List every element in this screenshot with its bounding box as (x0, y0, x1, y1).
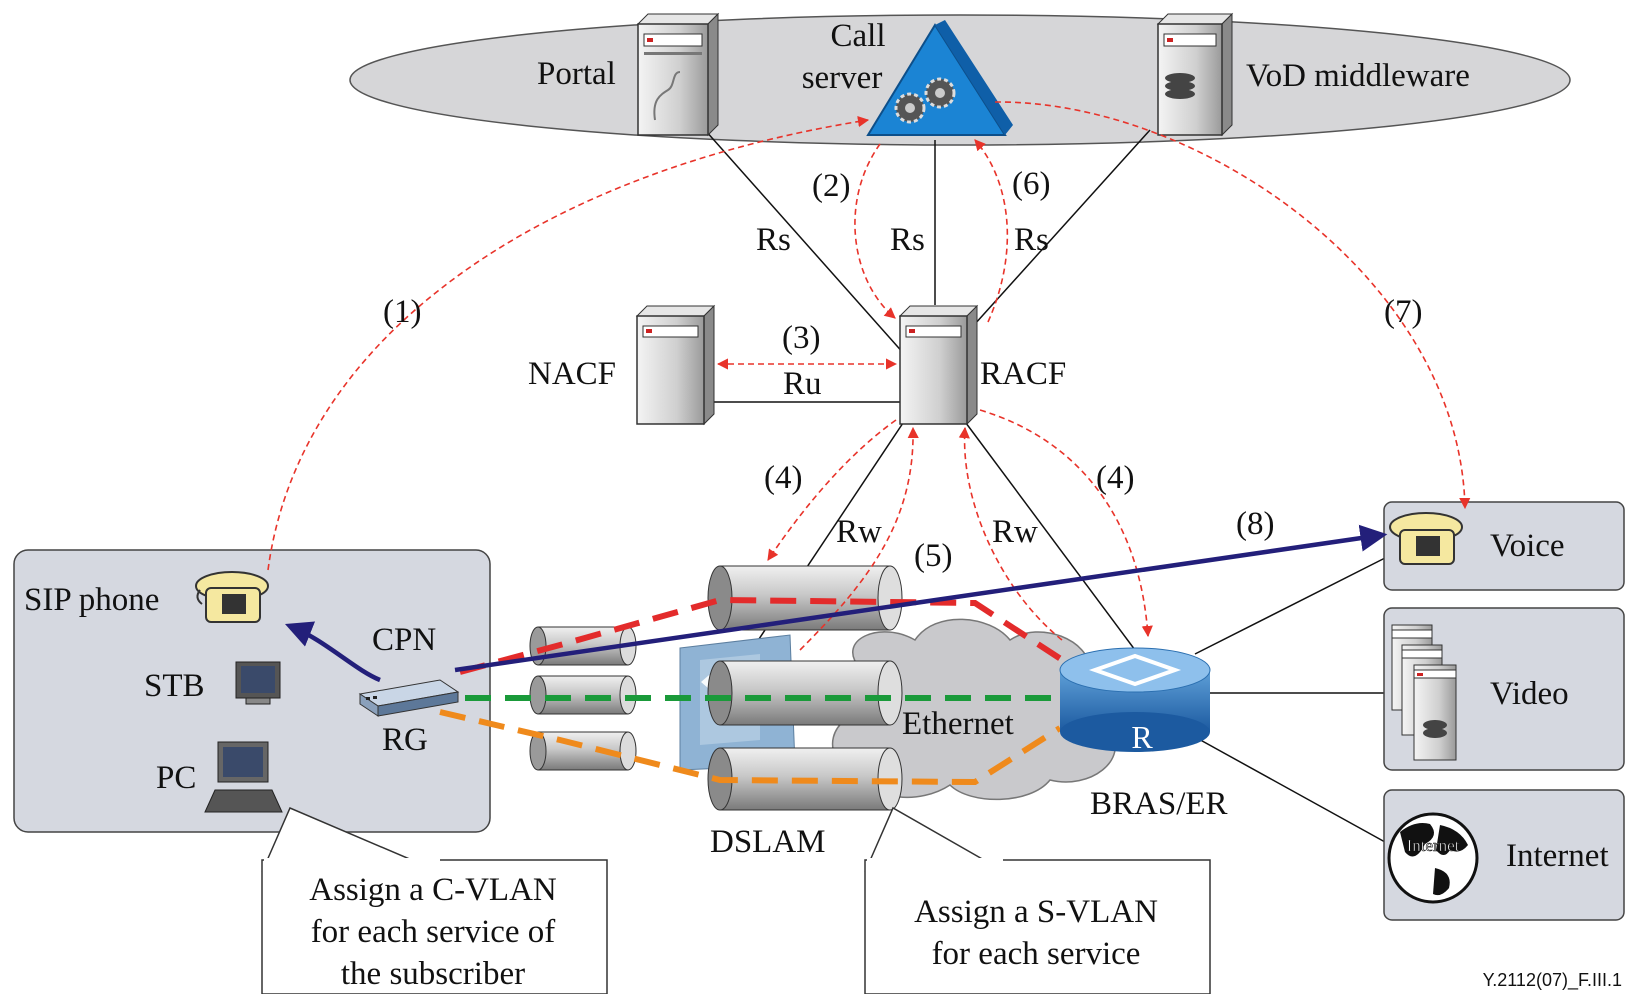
step-5-label: (5) (914, 538, 952, 574)
rg-label: RG (382, 722, 428, 758)
media-path (284, 524, 1388, 683)
dslam-label: DSLAM (710, 824, 826, 860)
stb-monitor-icon (235, 661, 281, 705)
signal-4-left (767, 419, 897, 561)
figure-reference: Y.2112(07)_F.III.1 (1483, 970, 1622, 991)
portal-server-icon (636, 12, 720, 137)
globe-text: Internet (1407, 836, 1460, 855)
vlan-paths (439, 596, 1072, 786)
router-letter: R (1131, 719, 1153, 755)
voice-label: Voice (1490, 528, 1565, 564)
racf-label: RACF (980, 356, 1066, 392)
sip-phone-icon (195, 571, 269, 623)
signal-1 (267, 116, 870, 571)
cpn-label: CPN (372, 622, 436, 658)
s-vlan-text-line2: for each service (932, 936, 1141, 972)
step-1-label: (1) (383, 294, 421, 330)
vod-middleware-label: VoD middleware (1246, 58, 1470, 94)
voice-phone-icon (1389, 512, 1463, 565)
call-server-icon (866, 20, 1013, 136)
rs-right-label: Rs (1014, 222, 1049, 258)
step-2-label: (2) (812, 168, 850, 204)
stb-label: STB (144, 668, 205, 704)
c-vlan-text-line1: Assign a C-VLAN (309, 872, 557, 908)
rw-left-label: Rw (836, 514, 882, 550)
c-vlan-callout (261, 807, 608, 994)
c-vlan-text-line3: the subscriber (341, 956, 525, 992)
s-vlan-text-line1: Assign a S-VLAN (914, 894, 1158, 930)
signal-2 (854, 143, 896, 319)
racf-server-icon (898, 304, 979, 426)
bras-router-icon: R (1059, 647, 1211, 755)
ru-label: Ru (783, 366, 822, 402)
rw-right-label: Rw (992, 514, 1038, 550)
rs-left-label: Rs (756, 222, 791, 258)
step-6-label: (6) (1012, 166, 1050, 202)
call-server-label-line2: server (802, 60, 883, 96)
nacf-server-icon (635, 304, 716, 426)
signaling-arrows (267, 101, 1471, 651)
portal-label: Portal (537, 56, 616, 92)
signal-7 (994, 101, 1471, 510)
red-vlan-path (459, 596, 1072, 675)
sip-phone-label: SIP phone (24, 582, 159, 618)
pc-label: PC (156, 760, 196, 796)
call-server-label-line1: Call (831, 18, 886, 54)
step-8-label: (8) (1236, 506, 1274, 542)
signal-6 (974, 139, 1009, 323)
pc-icon (204, 741, 283, 813)
c-vlan-text-line2: for each service of (311, 914, 556, 950)
rg-device-icon (358, 679, 460, 717)
orange-vlan-path (439, 709, 1062, 786)
signal-5-left (799, 426, 919, 651)
step-3-label: (3) (782, 320, 820, 356)
bras-er-label: BRAS/ER (1090, 786, 1228, 822)
step-4-right-label: (4) (1096, 460, 1134, 496)
vod-middleware-server-icon (1156, 12, 1234, 137)
internet-globe-icon: Internet (1387, 812, 1479, 904)
signal-5-right (958, 426, 1063, 641)
rs-center-label: Rs (890, 222, 925, 258)
s-vlan-callout (864, 806, 1211, 994)
step-7-label: (7) (1384, 294, 1422, 330)
step-4-left-label: (4) (764, 460, 802, 496)
ethernet-label: Ethernet (902, 706, 1014, 742)
video-servers-icon (1391, 624, 1457, 761)
internet-label: Internet (1506, 838, 1609, 874)
video-label: Video (1490, 676, 1569, 712)
nacf-label: NACF (528, 356, 616, 392)
signal-4-right (979, 409, 1153, 638)
